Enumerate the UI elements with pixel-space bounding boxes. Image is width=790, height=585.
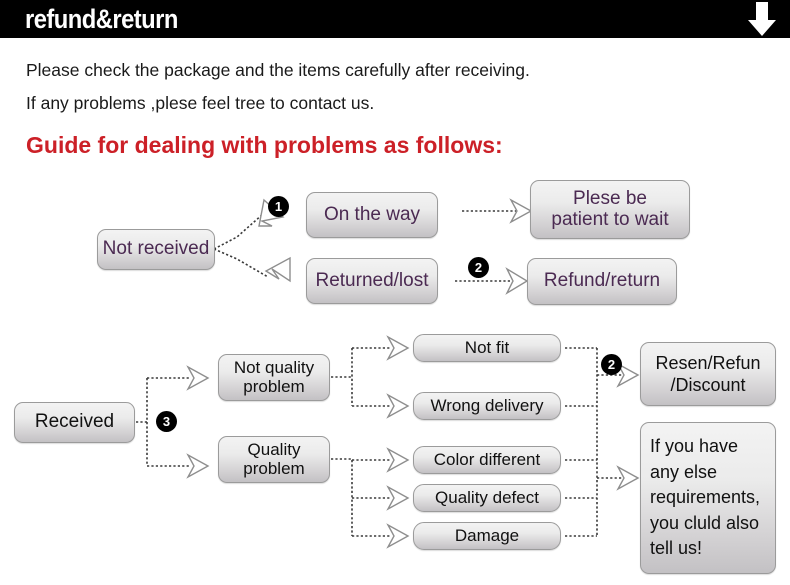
box-wrong-delivery[interactable]: Wrong delivery — [413, 392, 561, 420]
page-title: refund&return — [25, 4, 178, 34]
box-returned-lost[interactable]: Returned/lost — [306, 258, 438, 304]
box-label: Returned/lost — [315, 269, 429, 291]
box-quality-defect[interactable]: Quality defect — [413, 484, 561, 512]
box-received[interactable]: Received — [14, 402, 135, 443]
box-not-fit[interactable]: Not fit — [413, 334, 561, 362]
box-color-different[interactable]: Color different — [413, 446, 561, 474]
box-on-the-way[interactable]: On the way — [306, 192, 438, 238]
box-damage[interactable]: Damage — [413, 522, 561, 550]
box-resend-refund-discount[interactable]: Resen/Refun /Discount — [640, 342, 776, 406]
box-label: Color different — [433, 449, 541, 469]
box-quality-problem[interactable]: Quality problem — [218, 436, 330, 483]
box-label: Received — [34, 411, 115, 433]
box-refund-return[interactable]: Refund/return — [527, 258, 677, 305]
box-label: Refund/return — [543, 270, 661, 292]
badge-number: 2 — [607, 357, 616, 372]
guide-heading: Guide for dealing with problems as follo… — [26, 132, 503, 158]
header-bar — [0, 0, 790, 38]
box-label: Not received — [102, 238, 210, 260]
box-not-received[interactable]: Not received — [97, 229, 215, 270]
badge-number: 1 — [274, 199, 283, 214]
intro-line-2: If any problems ,plese feel tree to cont… — [26, 93, 375, 113]
box-extra-requirements[interactable]: If you have any else requirements, you c… — [640, 422, 776, 574]
box-label: If you have any else requirements, you c… — [650, 436, 761, 559]
badge-2-bottom: 2 — [601, 354, 622, 375]
box-label: Quality defect — [435, 487, 539, 507]
badge-2-top: 2 — [468, 257, 489, 278]
box-label: Quality problem — [243, 440, 305, 478]
badge-3: 3 — [156, 411, 177, 432]
box-label: Not quality problem — [233, 358, 315, 396]
box-please-be-patient[interactable]: Plese be patient to wait — [530, 180, 690, 239]
box-label: Plese be patient to wait — [551, 187, 669, 230]
badge-number: 2 — [474, 260, 483, 275]
box-label: Resen/Refun /Discount — [655, 352, 761, 396]
box-label: Not fit — [464, 337, 510, 357]
badge-number: 3 — [162, 414, 171, 429]
box-label: Damage — [454, 525, 520, 545]
box-label: On the way — [323, 203, 421, 225]
badge-1: 1 — [268, 196, 289, 217]
intro-line-1: Please check the package and the items c… — [26, 60, 530, 80]
box-not-quality-problem[interactable]: Not quality problem — [218, 354, 330, 401]
down-arrow-icon — [748, 2, 776, 36]
box-label: Wrong delivery — [430, 395, 544, 415]
